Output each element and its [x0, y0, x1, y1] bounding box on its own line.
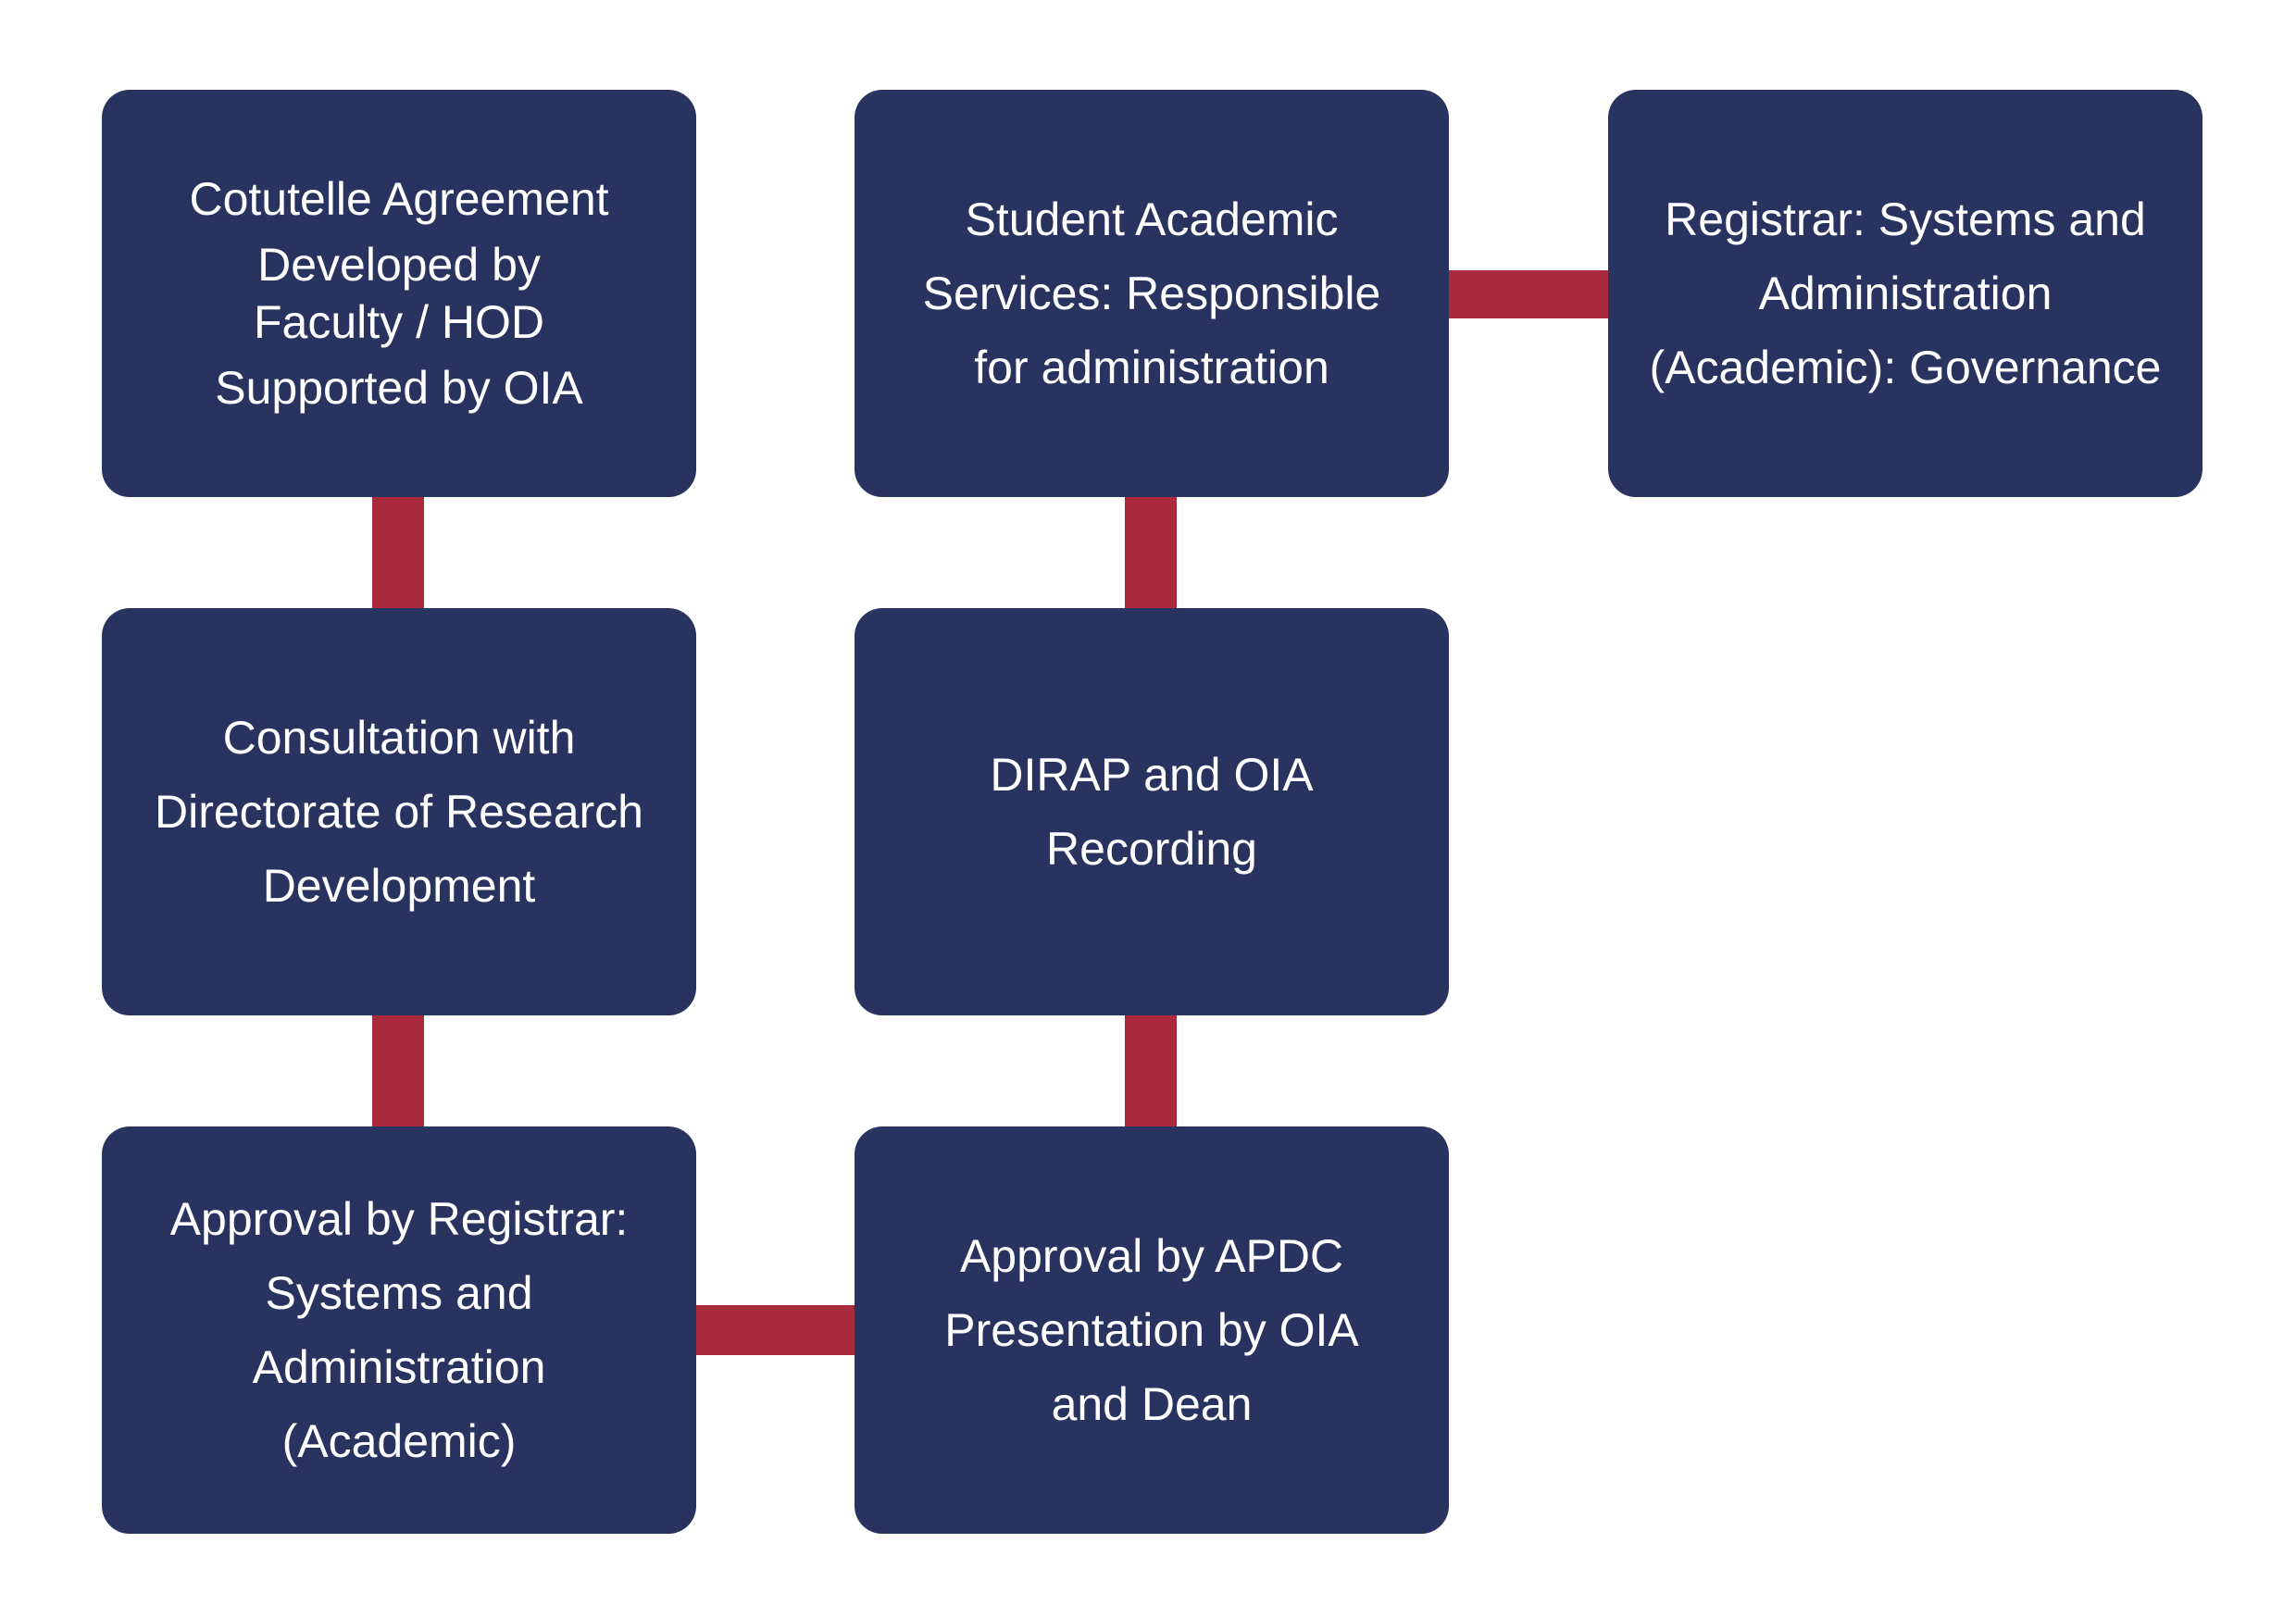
- step-label-line: Services: Responsible: [922, 268, 1381, 319]
- connector-student-services-to-governance: [1444, 270, 1616, 318]
- step-label-line: Recording: [1046, 823, 1257, 875]
- step-cotutelle-agreement: Cotutelle Agreement Developed by Faculty…: [102, 90, 696, 497]
- step-label: Cotutelle Agreement Developed by Faculty…: [189, 162, 608, 425]
- step-label-line: Administration: [1758, 268, 2053, 319]
- step-label-line: Development: [262, 860, 536, 912]
- step-label-line: Approval by APDC: [959, 1230, 1344, 1282]
- step-label: Registrar: Systems and Administration (A…: [1649, 182, 2161, 404]
- step-label: Consultation with Directorate of Researc…: [155, 701, 643, 923]
- connector-consultation-to-approval-registrar: [372, 1009, 424, 1129]
- step-label-line: Approval by Registrar:: [169, 1193, 629, 1245]
- connector-dirap-to-student-services: [1125, 491, 1177, 611]
- step-consultation-research: Consultation with Directorate of Researc…: [102, 608, 696, 1015]
- step-dirap-oia-recording: DIRAP and OIA Recording: [855, 608, 1449, 1015]
- step-label-line: Directorate of Research: [154, 786, 643, 838]
- step-label-line: Registrar: Systems and: [1665, 193, 2146, 245]
- step-label: DIRAP and OIA Recording: [990, 738, 1313, 886]
- step-label-line: and Dean: [1051, 1378, 1253, 1430]
- step-label: Approval by APDC Presentation by OIA and…: [944, 1219, 1358, 1441]
- step-approval-apdc: Approval by APDC Presentation by OIA and…: [855, 1126, 1449, 1534]
- step-label-line: Supported by OIA: [215, 362, 583, 414]
- step-label-line: Developed by: [257, 239, 541, 291]
- step-label-line: Systems and: [265, 1267, 533, 1319]
- step-approval-registrar: Approval by Registrar: Systems and Admin…: [102, 1126, 696, 1534]
- step-label-line: (Academic): Governance: [1649, 342, 2162, 393]
- step-label-line: Administration: [252, 1341, 546, 1393]
- step-student-academic-services: Student Academic Services: Responsible f…: [855, 90, 1449, 497]
- connector-agreement-to-consultation: [372, 491, 424, 611]
- connector-apdc-to-dirap: [1125, 1009, 1177, 1129]
- step-registrar-governance: Registrar: Systems and Administration (A…: [1608, 90, 2202, 497]
- step-label-line: Presentation by OIA: [944, 1304, 1359, 1356]
- step-label-line: Faculty / HOD: [254, 296, 544, 348]
- step-label-line: Consultation with: [222, 712, 576, 764]
- step-label-line: for administration: [974, 342, 1329, 393]
- step-label-line: (Academic): [281, 1415, 517, 1467]
- step-label-line: DIRAP and OIA: [990, 749, 1314, 801]
- connector-approval-registrar-to-apdc: [690, 1305, 861, 1355]
- step-label-line: Cotutelle Agreement: [189, 173, 609, 225]
- step-label-line: Student Academic: [965, 193, 1339, 245]
- step-label: Student Academic Services: Responsible f…: [923, 182, 1381, 404]
- step-label: Approval by Registrar: Systems and Admin…: [170, 1182, 629, 1478]
